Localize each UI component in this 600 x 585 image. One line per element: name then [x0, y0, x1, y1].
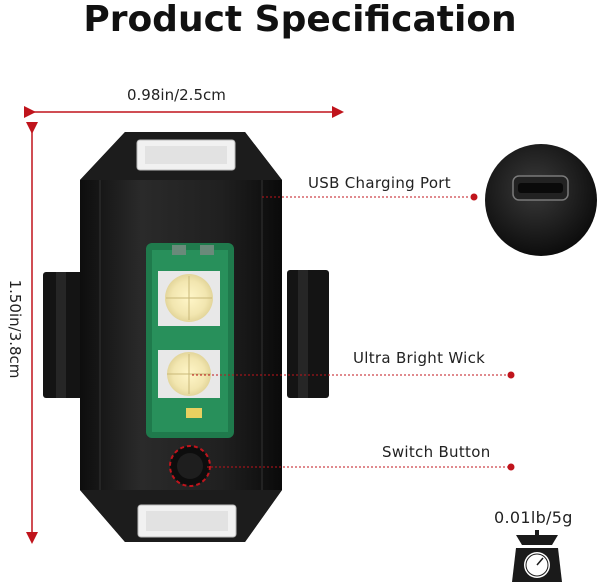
width-dimension-label: 0.98in/2.5cm	[127, 86, 226, 104]
switch-button	[169, 445, 211, 487]
usb-port-callout-label: USB Charging Port	[308, 174, 451, 192]
wick-callout-line	[192, 371, 515, 379]
usb-callout-line	[262, 193, 478, 201]
wick-callout-label: Ultra Bright Wick	[353, 349, 486, 367]
switch-callout-line	[207, 463, 515, 471]
led-bottom	[158, 350, 220, 398]
weight-label: 0.01lb/5g	[494, 508, 573, 527]
page-title: Product Specification	[83, 0, 517, 40]
led-top	[158, 271, 220, 326]
switch-callout-label: Switch Button	[382, 443, 491, 461]
scale-icon	[512, 530, 562, 582]
usb-port-zoom	[485, 144, 597, 256]
